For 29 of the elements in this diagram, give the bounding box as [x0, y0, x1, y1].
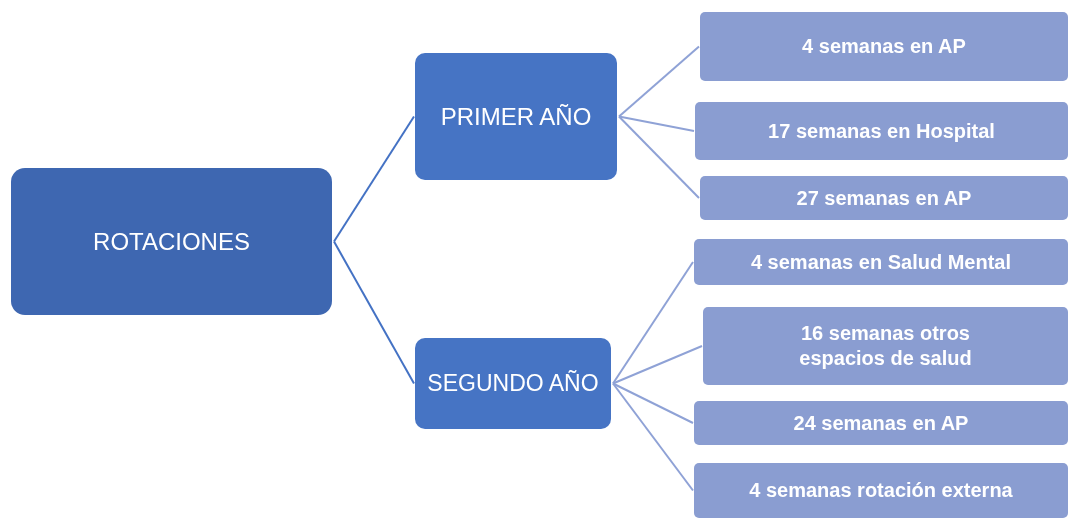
rotation-box [700, 176, 1068, 220]
connector-line [618, 45, 700, 118]
connector-line [612, 261, 694, 385]
year-box [415, 338, 611, 429]
node-label: 4 semanas en Salud Mental [750, 249, 1012, 275]
connector-line [333, 240, 415, 385]
year-box [415, 53, 617, 180]
rotation-box [700, 12, 1068, 81]
connector-line [612, 382, 694, 492]
node-label: 24 semanas en AP [793, 410, 969, 436]
rotation-box [695, 102, 1068, 160]
node-label: 27 semanas en AP [796, 185, 972, 211]
root-box [11, 168, 332, 315]
node-label: SEGUNDO AÑO [427, 369, 599, 398]
connector-line [333, 115, 415, 243]
connector-line [618, 115, 700, 199]
rotation-box [703, 307, 1068, 385]
node-label: PRIMER AÑO [440, 101, 592, 132]
node-label: 4 semanas rotación externa [749, 478, 1013, 503]
node-label: 4 semanas en AP [802, 34, 966, 59]
rotation-box [694, 239, 1068, 285]
rotation-box [694, 401, 1068, 445]
node-label: 16 semanas otros espacios de salud [798, 321, 973, 371]
node-label: ROTACIONES [93, 226, 250, 257]
connector-line [612, 345, 703, 385]
connector-line [618, 115, 695, 132]
connector-line [612, 382, 694, 424]
rotation-box [694, 463, 1068, 518]
node-label: 17 semanas en Hospital [768, 118, 995, 144]
